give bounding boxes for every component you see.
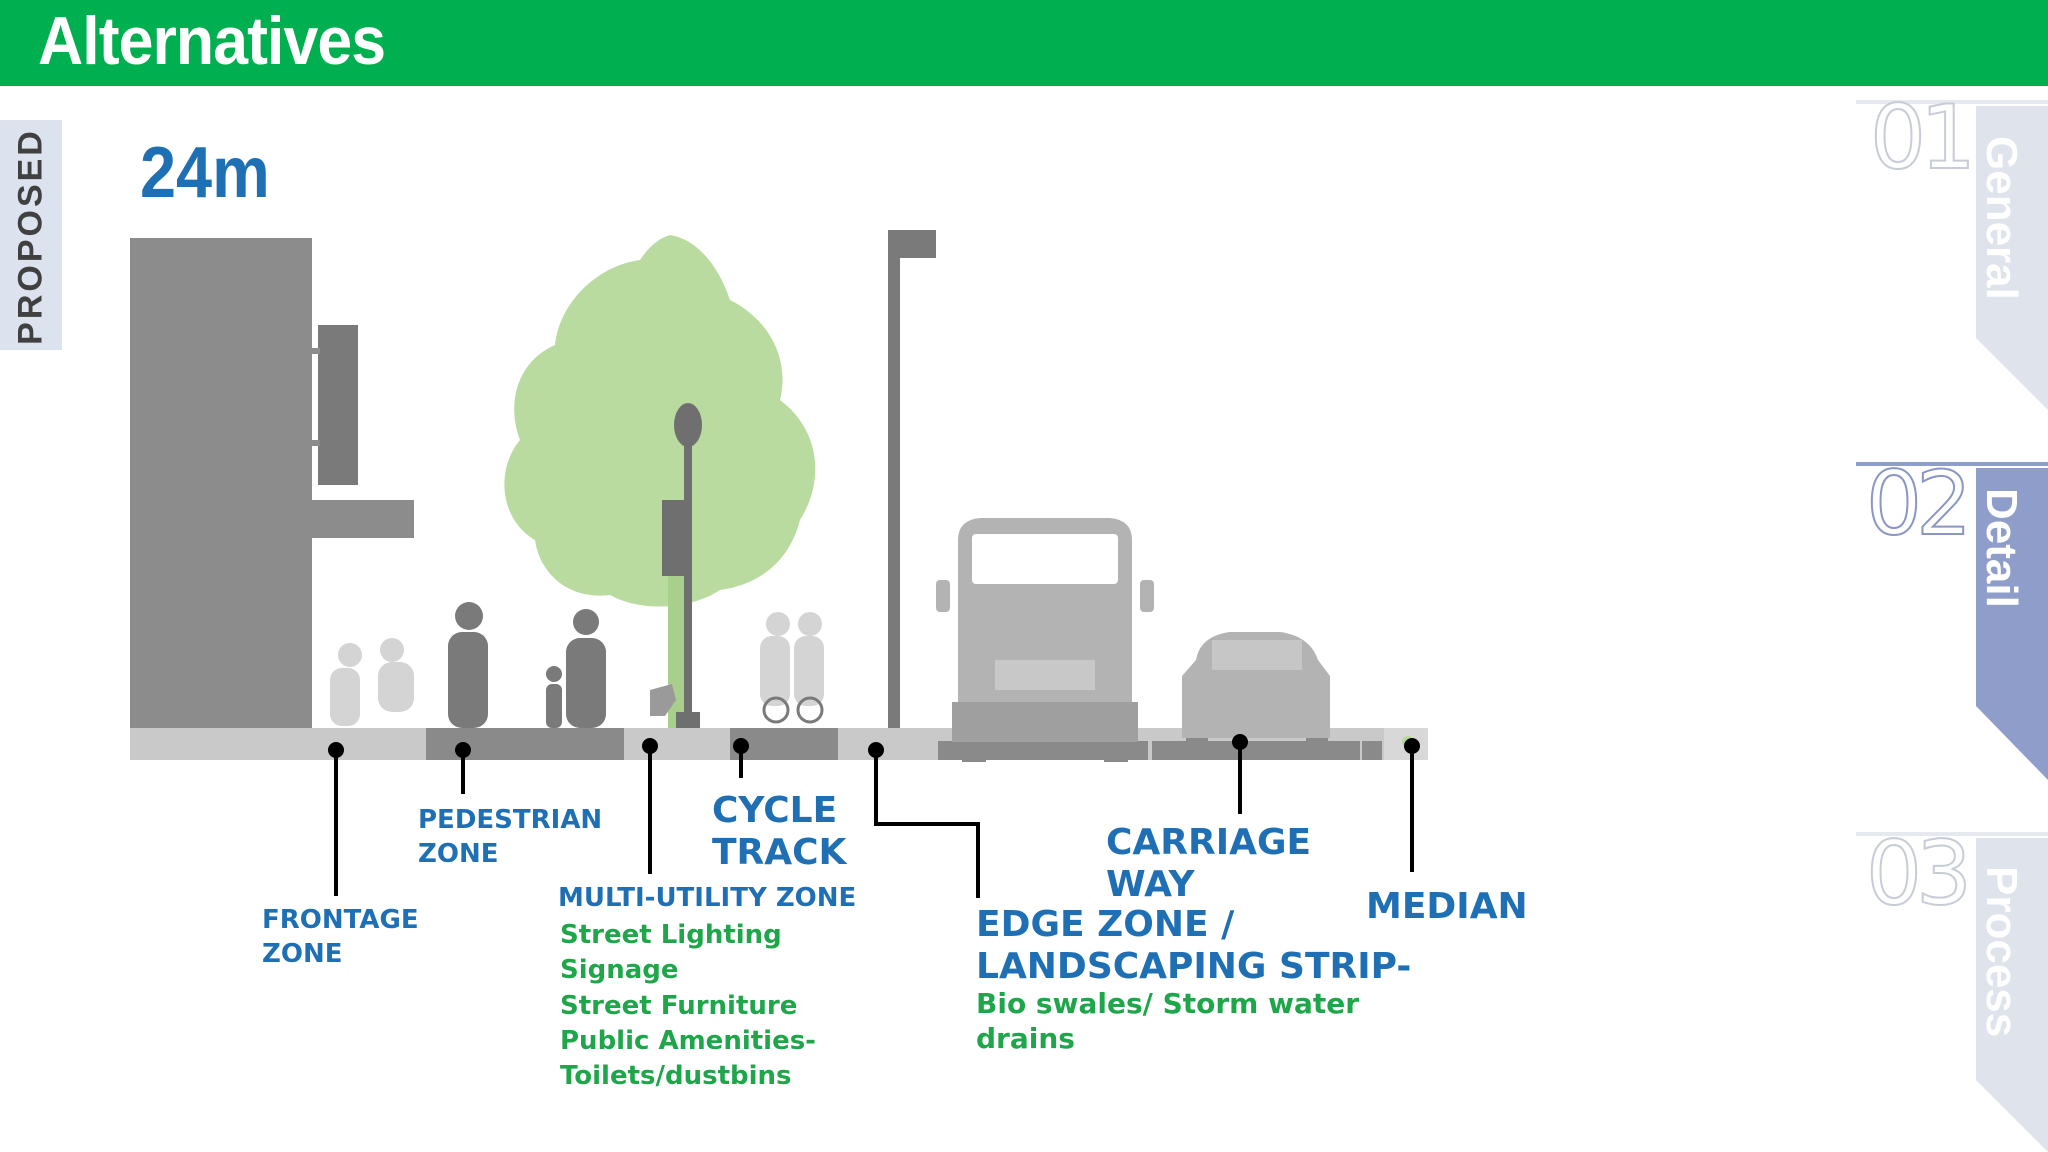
frontage-zone-label: FRONTAGE ZONE (262, 905, 419, 969)
step-03-number[interactable]: 03 (1865, 821, 1973, 926)
step-02-label[interactable]: Detail (1977, 488, 2026, 608)
leader-points (328, 734, 1420, 758)
multi-utility-zone-items: Street Lighting Signage Street Furniture… (560, 920, 816, 1092)
people-illustration (330, 602, 824, 728)
pole-illustration (888, 230, 936, 728)
street-lamp-illustration (662, 403, 702, 728)
median-label: MEDIAN (1366, 886, 1528, 927)
step-nav-shapes (1856, 100, 2048, 1152)
status-tab (0, 120, 62, 350)
pedestrian-zone-label: PEDESTRIAN ZONE (418, 805, 603, 869)
step-03-label[interactable]: Process (1977, 866, 2026, 1038)
step-02-number[interactable]: 02 (1865, 451, 1973, 556)
step-01-label[interactable]: General (1977, 136, 2026, 300)
bus-illustration (936, 518, 1154, 762)
car-illustration (1182, 632, 1330, 748)
road-width-label: 24m (140, 133, 270, 213)
edge-zone-label: EDGE ZONE / LANDSCAPING STRIP- (976, 904, 1412, 987)
multi-utility-zone-label: MULTI-UTILITY ZONE (558, 883, 857, 913)
building-illustration (130, 238, 414, 760)
step-01-number[interactable]: 01 (1869, 85, 1977, 190)
header-bar: Alternatives (0, 0, 2048, 86)
carriage-way-label: CARRIAGE WAY (1106, 822, 1312, 905)
cycle-track-label: CYCLE TRACK (712, 790, 847, 873)
page-title: Alternatives (38, 3, 386, 79)
edge-zone-items: Bio swales/ Storm water drains (976, 987, 1360, 1056)
